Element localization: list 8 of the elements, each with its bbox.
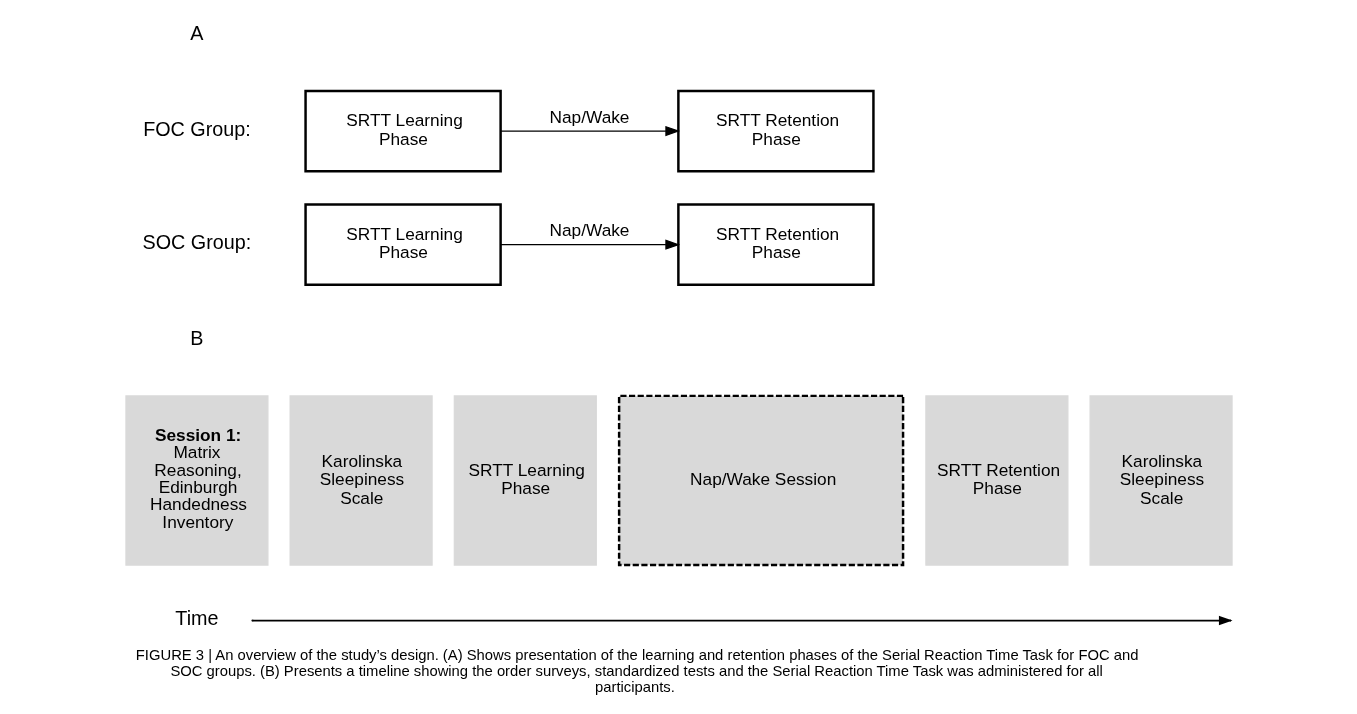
caption: FIGURE 3 | An overview of the study’s design. (A) Shows presentation of the learning and retention phases of the Serial Reaction Time Task for FOC and SOC groups. (B) Presents a timeline showing the order surveys, standardized tests and the Serial Reaction Time Task was administered for all participants. [135, 646, 1138, 695]
label: FOC Group: [142, 117, 251, 140]
label: SOC Group: [142, 231, 251, 254]
edge-label: Nap/Wake [549, 106, 629, 127]
label: A [189, 22, 204, 45]
label: B [189, 327, 204, 350]
label: Time [174, 607, 218, 630]
edge-label: Nap/Wake [549, 220, 629, 241]
